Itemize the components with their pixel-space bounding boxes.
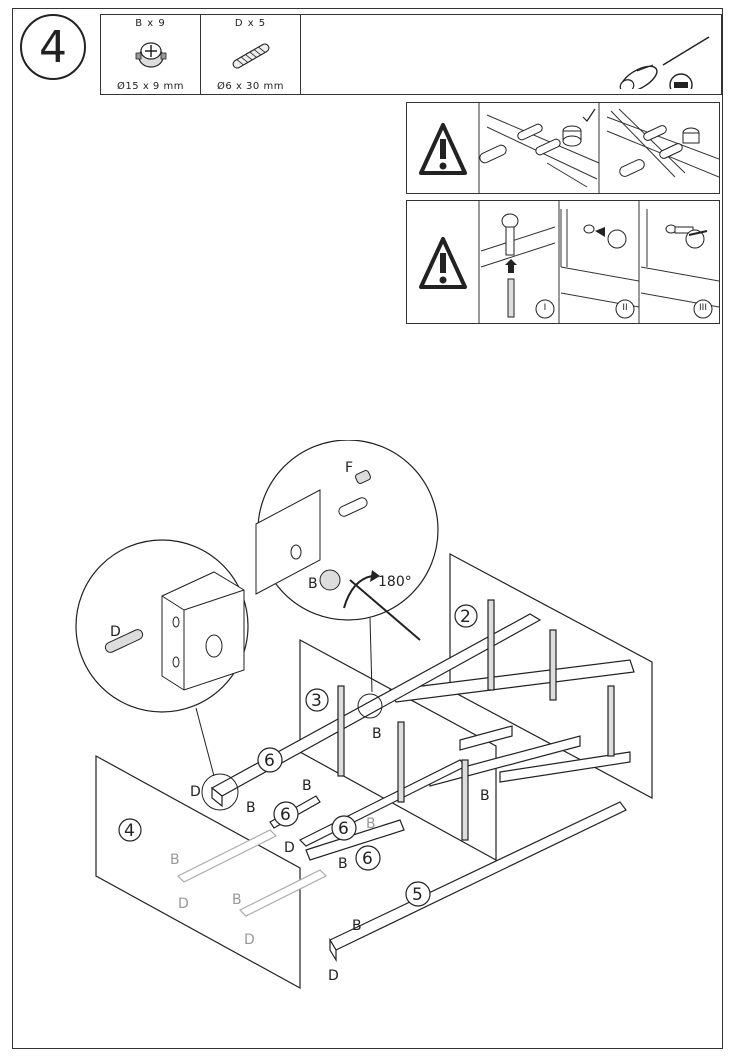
part-cam-lock: B x 9 Ø15 x 9 mm — [101, 15, 201, 94]
cam-lock-warning: I II III — [406, 200, 720, 324]
panel-6-label: 6 — [362, 849, 373, 869]
dowel-orientation-illustration — [419, 103, 719, 193]
panel-6-label: 6 — [280, 805, 291, 825]
label-D: D — [190, 784, 201, 800]
roman-label-1: I — [543, 303, 547, 313]
part-size: Ø6 x 30 mm — [217, 81, 284, 92]
label-D: D — [284, 840, 295, 856]
roman-label-3: III — [699, 303, 707, 313]
page-frame — [12, 8, 723, 1049]
label-rotation: 180° — [378, 574, 412, 590]
label-D: D — [110, 624, 121, 640]
roman-label-2: II — [622, 303, 628, 313]
dowel-orientation-warning — [406, 102, 720, 194]
label-B: B — [232, 892, 242, 908]
label-D: D — [328, 968, 339, 984]
label-D: D — [178, 896, 189, 912]
parts-box: B x 9 Ø15 x 9 mm D x 5 Ø6 x 30 mm — [100, 14, 722, 95]
label-B: B — [352, 918, 362, 934]
label-B: B — [308, 576, 318, 592]
cam-lock-detail — [319, 569, 341, 591]
label-D: D — [244, 932, 255, 948]
cam-lock-icon — [135, 42, 167, 68]
panel-2-label: 2 — [460, 607, 471, 627]
part-size: Ø15 x 9 mm — [117, 81, 184, 92]
step-number-text: 4 — [39, 21, 67, 73]
panel-5-label: 5 — [412, 885, 423, 905]
label-B: B — [170, 852, 180, 868]
cam-lock-illustration — [419, 201, 719, 323]
panel-6-label: 6 — [264, 751, 275, 771]
assembly-diagram: F B 180° D D B B B B B D B B D B D B D 2… — [75, 440, 653, 990]
label-B: B — [480, 788, 490, 804]
label-B: B — [338, 856, 348, 872]
roman-circle — [535, 299, 555, 319]
step-number: 4 — [20, 14, 86, 80]
wooden-dowel-icon — [232, 43, 270, 69]
panel-6-label: 6 — [338, 819, 349, 839]
panel-3-label: 3 — [311, 691, 322, 711]
part-qty: D x 5 — [234, 18, 267, 29]
flathead-screwdriver-icon — [619, 36, 710, 89]
panel-4-label: 4 — [124, 821, 135, 841]
label-F: F — [345, 460, 353, 476]
label-B: B — [366, 816, 376, 832]
label-B: B — [372, 726, 382, 742]
label-B: B — [302, 778, 312, 794]
part-qty: B x 9 — [135, 18, 166, 29]
part-dowel: D x 5 Ø6 x 30 mm — [201, 15, 301, 94]
label-B: B — [246, 800, 256, 816]
